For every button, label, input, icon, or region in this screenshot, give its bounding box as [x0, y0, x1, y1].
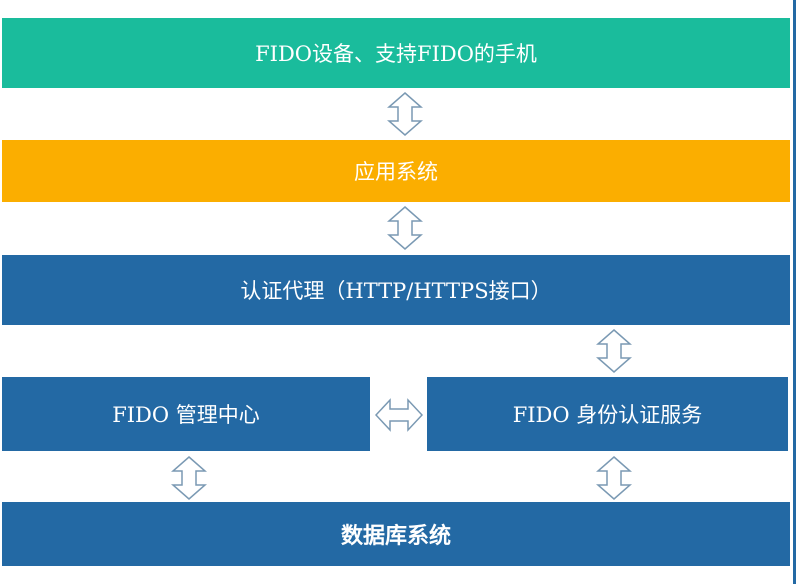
double-arrow-vertical-icon [171, 456, 207, 500]
fido-device-label: FIDO设备、支持FIDO的手机 [255, 42, 537, 66]
double-arrow-vertical-icon [596, 329, 632, 373]
fido-device-box: FIDO设备、支持FIDO的手机 [2, 18, 790, 88]
auth-proxy-label: 认证代理（HTTP/HTTPS接口） [240, 279, 552, 303]
database-system-box: 数据库系统 [2, 502, 790, 566]
double-arrow-horizontal-icon [375, 398, 423, 432]
application-system-box: 应用系统 [2, 140, 790, 202]
fido-management-center-label: FIDO 管理中心 [112, 403, 260, 427]
application-system-label: 应用系统 [354, 160, 438, 184]
database-system-label: 数据库系统 [340, 523, 451, 549]
auth-proxy-box: 认证代理（HTTP/HTTPS接口） [2, 255, 790, 325]
fido-auth-service-box: FIDO 身份认证服务 [427, 377, 788, 451]
fido-auth-service-label: FIDO 身份认证服务 [512, 403, 703, 427]
fido-management-center-box: FIDO 管理中心 [2, 377, 370, 451]
double-arrow-vertical-icon [387, 206, 423, 250]
right-edge-border [793, 0, 796, 584]
double-arrow-vertical-icon [596, 456, 632, 500]
double-arrow-vertical-icon [387, 92, 423, 136]
